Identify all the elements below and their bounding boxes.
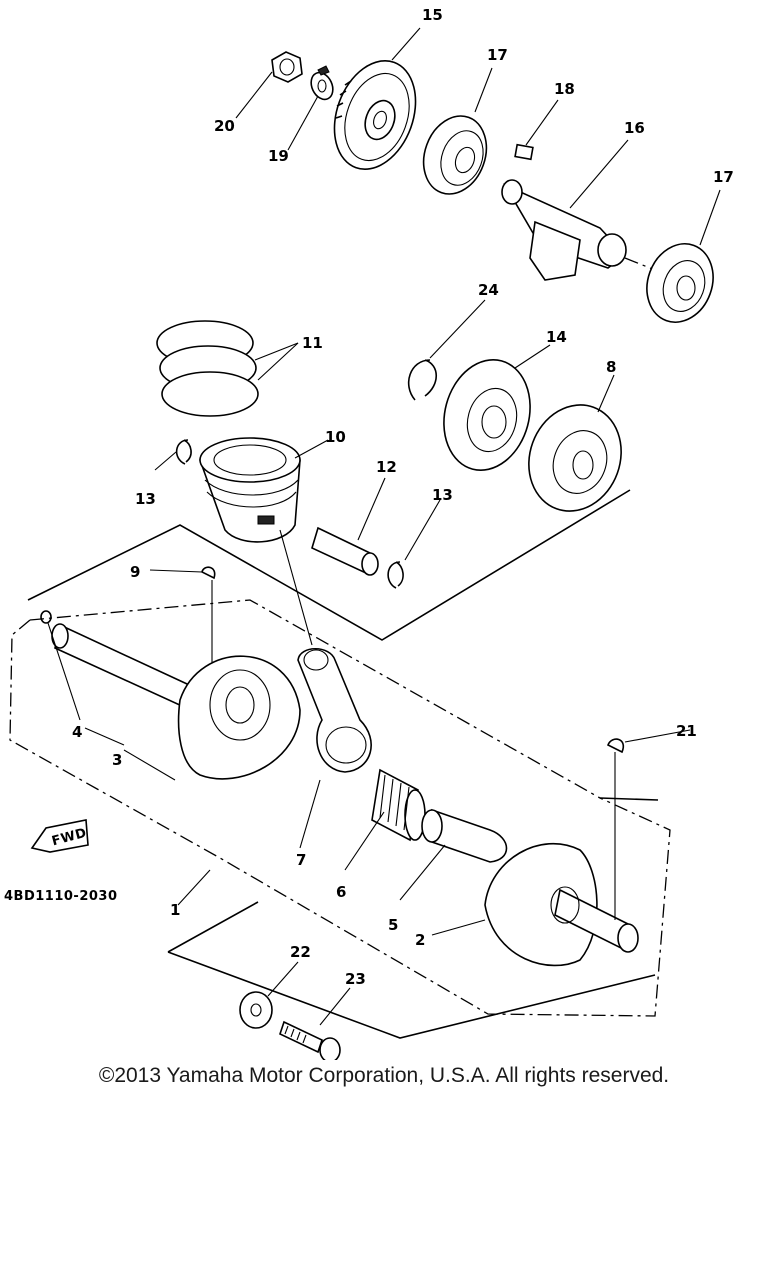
callout-23: 23 <box>345 970 366 988</box>
callout-17-upper: 17 <box>487 46 508 64</box>
part-19-lock-washer <box>310 65 334 101</box>
callout-2: 2 <box>415 931 425 949</box>
callout-labels: 1 2 3 4 5 6 7 8 9 10 11 12 13 13 14 15 1… <box>72 6 734 988</box>
part-11-piston-rings <box>156 320 299 417</box>
callout-8: 8 <box>606 358 616 376</box>
part-10-piston <box>199 437 313 646</box>
callout-18: 18 <box>554 80 575 98</box>
callout-1: 1 <box>170 901 180 919</box>
callout-14: 14 <box>546 328 567 346</box>
part-16-balancer-shaft <box>501 179 656 281</box>
part-22-washer <box>239 991 273 1029</box>
part-4-plug <box>40 610 52 624</box>
part-17-bearing-lower <box>646 243 714 323</box>
part-9-key <box>201 566 216 580</box>
callout-13-left: 13 <box>135 490 156 508</box>
callout-4: 4 <box>72 723 82 741</box>
callout-12: 12 <box>376 458 397 476</box>
part-code-label: 4BD1110-2030 <box>4 889 118 904</box>
part-18-key <box>514 143 534 161</box>
part-8-bearing <box>528 404 622 512</box>
callout-16: 16 <box>624 119 645 137</box>
crankshaft-assembly-outline <box>9 599 671 1017</box>
callout-6: 6 <box>336 883 346 901</box>
fwd-arrow-icon <box>30 819 89 853</box>
callout-21: 21 <box>676 722 697 740</box>
callout-3: 3 <box>112 751 122 769</box>
part-2-crank-right <box>484 842 639 967</box>
part-20-nut <box>271 51 303 83</box>
sub-assembly-outline-middle <box>27 489 631 641</box>
callout-10: 10 <box>325 428 346 446</box>
exploded-parts-diagram: 1 2 3 4 5 6 7 8 9 10 11 12 13 13 14 15 1… <box>4 6 734 1060</box>
part-21-key <box>606 738 625 754</box>
part-13-circlip-right <box>387 561 404 589</box>
copyright-notice: ©2013 Yamaha Motor Corporation, U.S.A. A… <box>98 1064 670 1087</box>
callout-11: 11 <box>302 334 323 352</box>
part-3-crank-left <box>51 623 301 780</box>
callout-22: 22 <box>290 943 311 961</box>
sub-assembly-outline-upper <box>599 797 659 801</box>
callout-17-lower: 17 <box>713 168 734 186</box>
callout-19: 19 <box>268 147 289 165</box>
leader-lines <box>47 27 721 1026</box>
part-24-circlip <box>407 359 438 401</box>
callout-5: 5 <box>388 916 398 934</box>
sub-assembly-outline-lower <box>167 901 656 1039</box>
part-13-circlip-left <box>175 439 192 465</box>
callout-24: 24 <box>478 281 499 299</box>
callout-7: 7 <box>296 851 306 869</box>
callout-20: 20 <box>214 117 235 135</box>
callout-13-right: 13 <box>432 486 453 504</box>
part-14-gear <box>443 359 531 471</box>
part-12-piston-pin <box>311 526 379 576</box>
part-15-gear <box>333 59 417 171</box>
part-6-needle-bearing <box>371 768 426 842</box>
part-7-connecting-rod <box>297 647 372 773</box>
callout-9: 9 <box>130 563 140 581</box>
callout-15: 15 <box>422 6 443 24</box>
part-23-bolt <box>279 1020 341 1060</box>
part-17-bearing-upper <box>422 115 488 195</box>
part-5-crank-pin <box>421 808 508 863</box>
